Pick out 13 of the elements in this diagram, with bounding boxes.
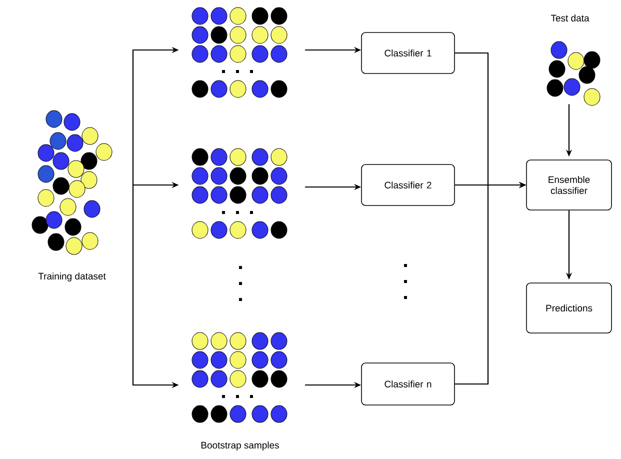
classifier-box: Classifier 1: [361, 32, 455, 74]
caption: Bootstrap samples: [201, 442, 279, 450]
dot-cluster-drawing: [546, 41, 600, 106]
classifier-box: Classifier 2: [361, 164, 455, 206]
classifier-box: Predictions: [526, 282, 612, 334]
dot-grid-drawing: [192, 7, 288, 98]
dot-grid-drawing: [192, 332, 288, 423]
classifier-box: Ensemble classifier: [526, 160, 612, 210]
classifier-box: Classifier n: [361, 362, 455, 406]
dot-cluster-drawing: [32, 110, 112, 255]
dot-grid-drawing: [192, 148, 288, 239]
node-label: Training dataset: [38, 272, 106, 282]
node-label: Test data: [550, 14, 590, 22]
